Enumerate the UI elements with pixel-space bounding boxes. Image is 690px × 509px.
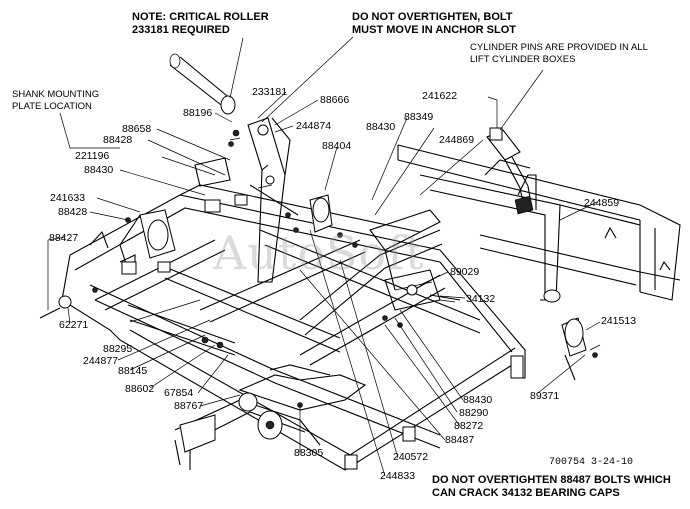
part-label-221196: 221196	[75, 150, 110, 162]
part-label-88404: 88404	[322, 140, 352, 152]
part-label-88430: 88430	[366, 121, 396, 133]
part-label-88602: 88602	[125, 383, 155, 395]
roller-233181	[169, 53, 240, 137]
part-label-244874: 244874	[296, 120, 332, 132]
part-label-233181: 233181	[252, 86, 288, 98]
part-label-244833: 244833	[380, 470, 416, 482]
hardware	[92, 137, 601, 408]
wing-frame-244859	[397, 144, 681, 303]
part-label-88290: 88290	[459, 407, 489, 419]
part-label-88430: 88430	[84, 164, 114, 176]
part-label-89371: 89371	[530, 390, 560, 402]
part-label-62271: 62271	[59, 319, 89, 331]
part-label-244877: 244877	[83, 355, 119, 367]
part-label-88666: 88666	[320, 94, 350, 106]
part-label-244869: 244869	[439, 134, 475, 146]
note-line: NOTE: CRITICAL ROLLER	[132, 11, 269, 23]
note-line: PLATE LOCATION	[12, 101, 92, 112]
note-line: 233181 REQUIRED	[132, 24, 230, 36]
leader-lines	[47, 36, 601, 477]
part-label-34132: 34132	[466, 293, 496, 305]
note-line: CYLINDER PINS ARE PROVIDED IN ALL	[470, 42, 648, 53]
note-shank-plate: SHANK MOUNTING PLATE LOCATION	[12, 89, 99, 113]
drawing-id: 700754 3-24-10	[549, 457, 634, 468]
part-label-88427: 88427	[49, 232, 79, 244]
part-label-88428: 88428	[103, 134, 133, 146]
lift-arm-244874	[247, 117, 299, 283]
part-label-67854: 67854	[164, 387, 194, 399]
note-line: MUST MOVE IN ANCHOR SLOT	[352, 24, 516, 36]
part-label-88767: 88767	[174, 400, 204, 412]
part-label-88145: 88145	[118, 365, 148, 377]
part-label-88428: 88428	[58, 206, 88, 218]
part-label-88305: 88305	[294, 447, 324, 459]
part-label-244859: 244859	[584, 197, 620, 209]
watermark: AutoSoft	[213, 226, 425, 280]
note-line: DO NOT OVERTIGHTEN, BOLT	[352, 11, 513, 23]
part-label-241633: 241633	[50, 192, 86, 204]
part-label-88487: 88487	[445, 434, 475, 446]
left-side-details	[39, 157, 248, 319]
note-line: SHANK MOUNTING	[12, 89, 100, 100]
part-label-88272: 88272	[454, 420, 484, 432]
part-label-241513: 241513	[601, 315, 637, 327]
part-label-88658: 88658	[122, 123, 152, 135]
part-label-88349: 88349	[404, 111, 434, 123]
part-label-241622: 241622	[422, 90, 458, 102]
note-line: LIFT CYLINDER BOXES	[470, 54, 576, 65]
note-overtighten-88487: DO NOT OVERTIGHTEN 88487 BOLTS WHICH CAN…	[432, 474, 671, 500]
roller-241513	[309, 194, 587, 381]
part-label-89029: 89029	[450, 266, 480, 278]
roller-241633	[119, 209, 176, 271]
part-label-240572: 240572	[393, 451, 429, 463]
hitch-244833	[174, 364, 367, 470]
note-line: CAN CRACK 34132 BEARING CAPS	[432, 487, 620, 499]
note-overtighten-bolt: DO NOT OVERTIGHTEN, BOLT MUST MOVE IN AN…	[352, 11, 516, 37]
brace-244869	[299, 209, 443, 336]
part-label-88430: 88430	[463, 394, 493, 406]
note-critical-roller: NOTE: CRITICAL ROLLER 233181 REQUIRED	[132, 11, 269, 37]
part-label-88295: 88295	[103, 343, 133, 355]
note-cylinder-pins: CYLINDER PINS ARE PROVIDED IN ALL LIFT C…	[470, 42, 648, 66]
part-label-88196: 88196	[183, 107, 213, 119]
center-frame	[61, 184, 526, 471]
note-line: DO NOT OVERTIGHTEN 88487 BOLTS WHICH	[432, 474, 671, 486]
lift-cylinder-241622	[486, 127, 534, 215]
